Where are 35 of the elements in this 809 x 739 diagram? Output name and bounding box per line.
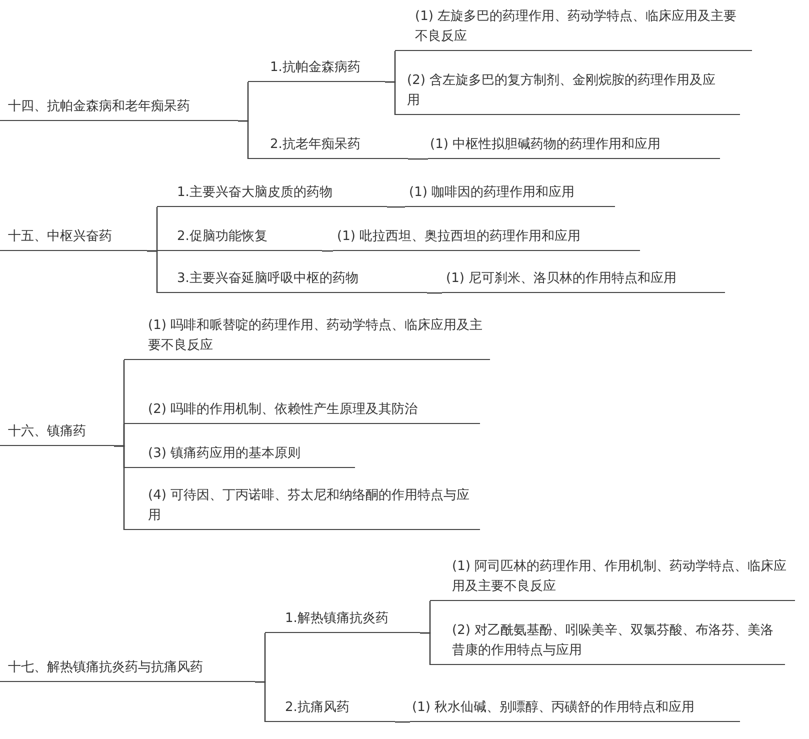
branch-text: 十六、镇痛药 [8, 423, 87, 441]
connector-line [255, 681, 266, 722]
branch-text: (4) 可待因、丁丙诺啡、芬太尼和纳络酮的作用特点与应用 [148, 487, 471, 525]
branch-text: (1) 吗啡和哌替啶的药理作用、药动学特点、临床应用及主要不良反应 [148, 317, 484, 355]
branch-text: (1) 左旋多巴的药理作用、药动学特点、临床应用及主要不良反应 [415, 8, 738, 46]
connector-line [420, 632, 431, 665]
branch-text: 十四、抗帕金森病和老年痴呆药 [8, 98, 191, 116]
connector-line [427, 292, 442, 294]
connector-line [385, 81, 396, 115]
connector-line [114, 445, 125, 530]
connector-line [395, 721, 410, 723]
branch-text: (1) 中枢性拟胆碱药物的药理作用和应用 [430, 136, 662, 154]
branch-text: 2.促脑功能恢复 [177, 228, 268, 246]
branch-text: (2) 对乙酰氨基酚、吲哚美辛、双氯芬酸、布洛芬、美洛昔康的作用特点与应用 [452, 622, 775, 660]
connector-line [408, 158, 428, 160]
connector-line [238, 120, 249, 159]
branch-text: (3) 镇痛药应用的基本原则 [148, 445, 302, 463]
branch-text: (1) 吡拉西坦、奥拉西坦的药理作用和应用 [337, 228, 582, 246]
branch-text: (1) 尼可刹米、洛贝林的作用特点和应用 [446, 270, 678, 288]
branch-text: 3.主要兴奋延脑呼吸中枢的药物 [177, 270, 360, 288]
branch-text: 十七、解热镇痛抗炎药与抗痛风药 [8, 659, 204, 677]
branch-text: 2.抗痛风药 [285, 699, 350, 717]
branch-text: 2.抗老年痴呆药 [270, 136, 362, 154]
branch-text: (1) 咖啡因的药理作用和应用 [409, 184, 576, 202]
branch-text: 1.主要兴奋大脑皮质的药物 [177, 184, 334, 202]
branch-text: (2) 吗啡的作用机制、依赖性产生原理及其防治 [148, 401, 419, 419]
branch-text: 1.解热镇痛抗炎药 [285, 610, 390, 628]
branch-text: 十五、中枢兴奋药 [8, 228, 113, 246]
branch-text: (1) 阿司匹林的药理作用、作用机制、药动学特点、临床应用及主要不良反应 [452, 558, 788, 596]
branch-text: (2) 含左旋多巴的复方制剂、金刚烷胺的药理作用及应用 [407, 72, 717, 110]
connector-line [322, 250, 333, 252]
connector-line [147, 250, 158, 293]
branch-text: 1.抗帕金森病药 [270, 59, 362, 77]
branch-text: (1) 秋水仙碱、别嘌醇、丙磺舒的作用特点和应用 [412, 699, 696, 717]
connector-line [387, 206, 405, 208]
